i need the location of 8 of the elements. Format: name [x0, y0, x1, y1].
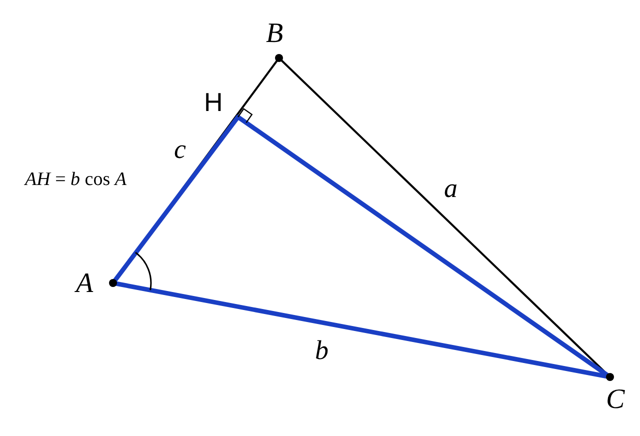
vertex-label: C	[606, 386, 625, 414]
side-label: a	[444, 175, 458, 202]
side-label: b	[315, 337, 328, 364]
formula-label: AH = b cos A	[25, 170, 126, 189]
foot-point-label: H	[204, 89, 223, 115]
side-label: c	[174, 136, 186, 163]
vertex-label: B	[266, 20, 284, 48]
vertex-label: A	[76, 270, 94, 298]
